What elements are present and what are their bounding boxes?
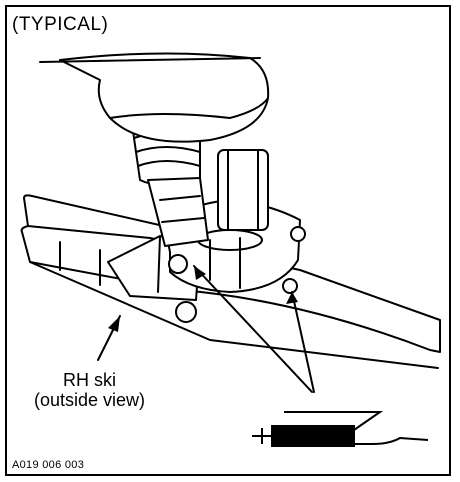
leader-arrow-1 <box>193 265 313 393</box>
shock-absorber <box>217 149 269 231</box>
side-bolt <box>290 226 306 242</box>
ski-tip-line <box>29 261 439 369</box>
grease-gun-icon <box>252 411 429 447</box>
ski-body <box>20 225 441 353</box>
front-bolt <box>168 254 188 274</box>
ski-label-line-1: RH ski <box>63 370 117 390</box>
upper-fairing <box>59 52 270 143</box>
rear-bolt <box>282 278 298 294</box>
ski-bolt <box>175 301 197 323</box>
ski-label-line-2: (outside view) <box>34 390 146 410</box>
ski-top-edge <box>23 194 191 233</box>
figure-code: A019 006 003 <box>12 459 85 471</box>
lower-joint <box>147 177 209 247</box>
leader-arrow-2 <box>291 291 315 393</box>
figure-title: (TYPICAL) <box>12 14 109 35</box>
ski-label: RH ski (outside view) <box>34 370 145 410</box>
